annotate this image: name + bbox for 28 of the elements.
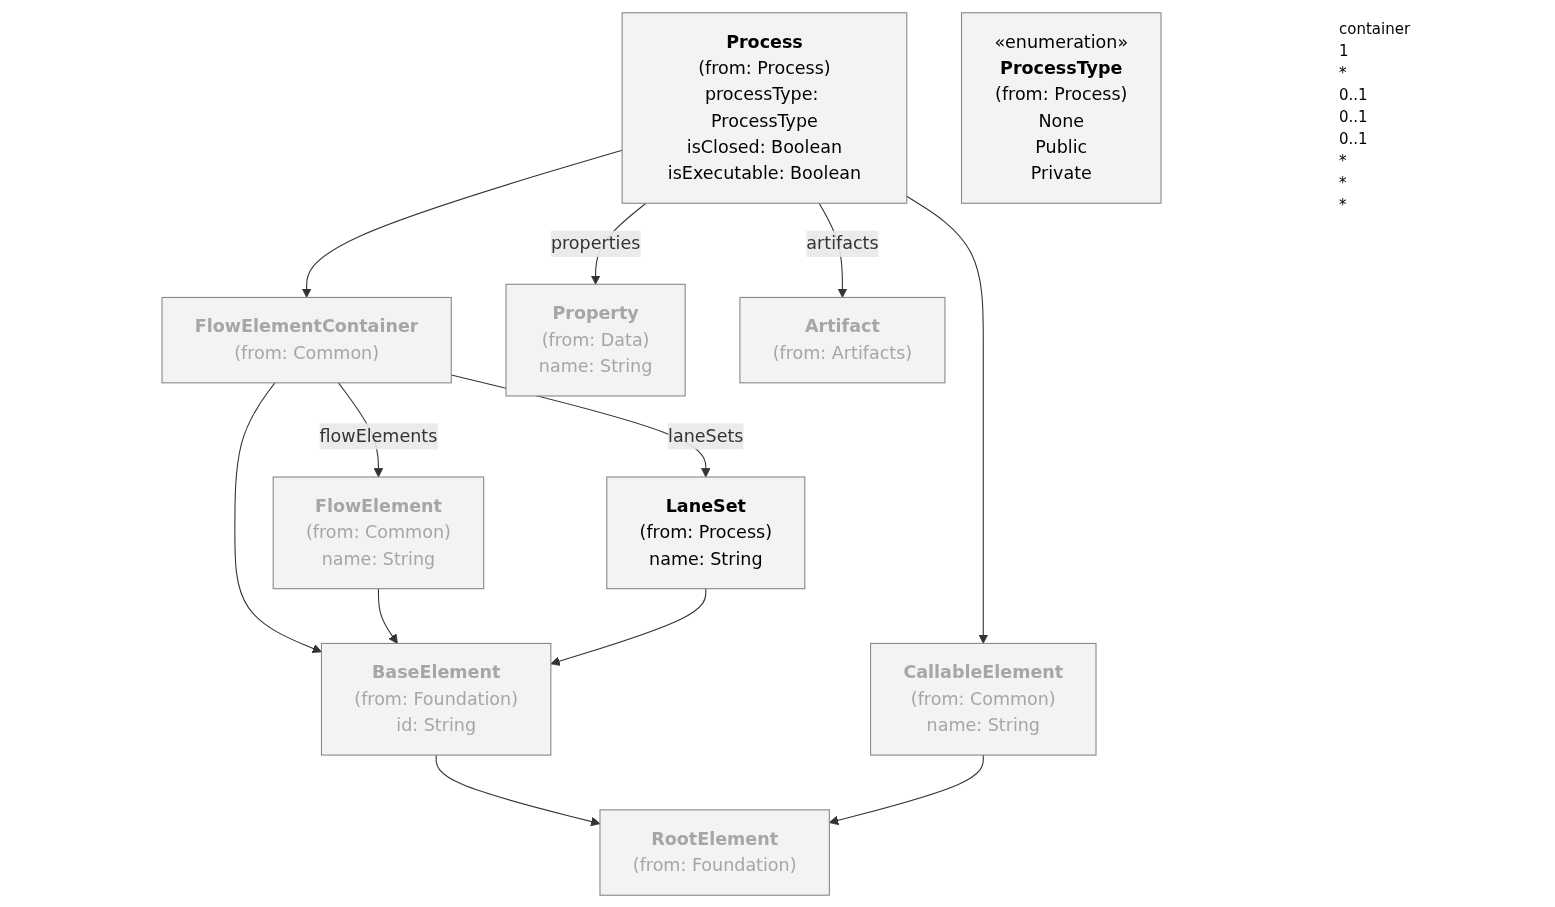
arrow [234, 381, 322, 653]
node-box: Process (from: Process) processType: ProcessType isClosed: Boolean isExecutable: Boolean [621, 11, 908, 204]
edge-label: laneSets [668, 425, 744, 446]
node-box: RootElement (from: Foundation) [599, 808, 830, 896]
multiplicity-label: * [1339, 152, 1348, 170]
node-box: Artifact (from: Artifacts) [739, 296, 946, 383]
arrow [301, 149, 623, 298]
node-box: FlowElement (from: Common) name: String [272, 475, 485, 589]
node-box: LaneSet (from: Process) name: String [606, 475, 806, 589]
edge-label: properties [550, 232, 641, 254]
multiplicity-label: 1 [1339, 42, 1350, 60]
edge-label: artifacts [806, 232, 879, 254]
node-box: Property (from: Data) name: String [505, 283, 686, 396]
arrow [906, 195, 989, 644]
multiplicity-label: * [1339, 64, 1348, 82]
multiplicity-label: 0..1 [1339, 86, 1369, 104]
node-box: BaseElement (from: Foundation) id: String [320, 642, 552, 756]
node-box: FlowElementContainer (from: Common) [161, 296, 452, 383]
arrow [377, 587, 398, 644]
edge-label: flowElements [319, 425, 438, 446]
node-box: CallableElement (from: Common) name: String [870, 642, 1097, 756]
multiplicity-label: * [1339, 196, 1348, 214]
multiplicity-label: 0..1 [1339, 130, 1369, 148]
multiplicity-label: container [1339, 20, 1412, 38]
multiplicity-label: 0..1 [1339, 108, 1369, 126]
node-box: «enumeration» ProcessType (from: Process) None Public Private [961, 11, 1162, 204]
multiplicity-label: * [1339, 174, 1348, 192]
arrow [550, 587, 707, 666]
